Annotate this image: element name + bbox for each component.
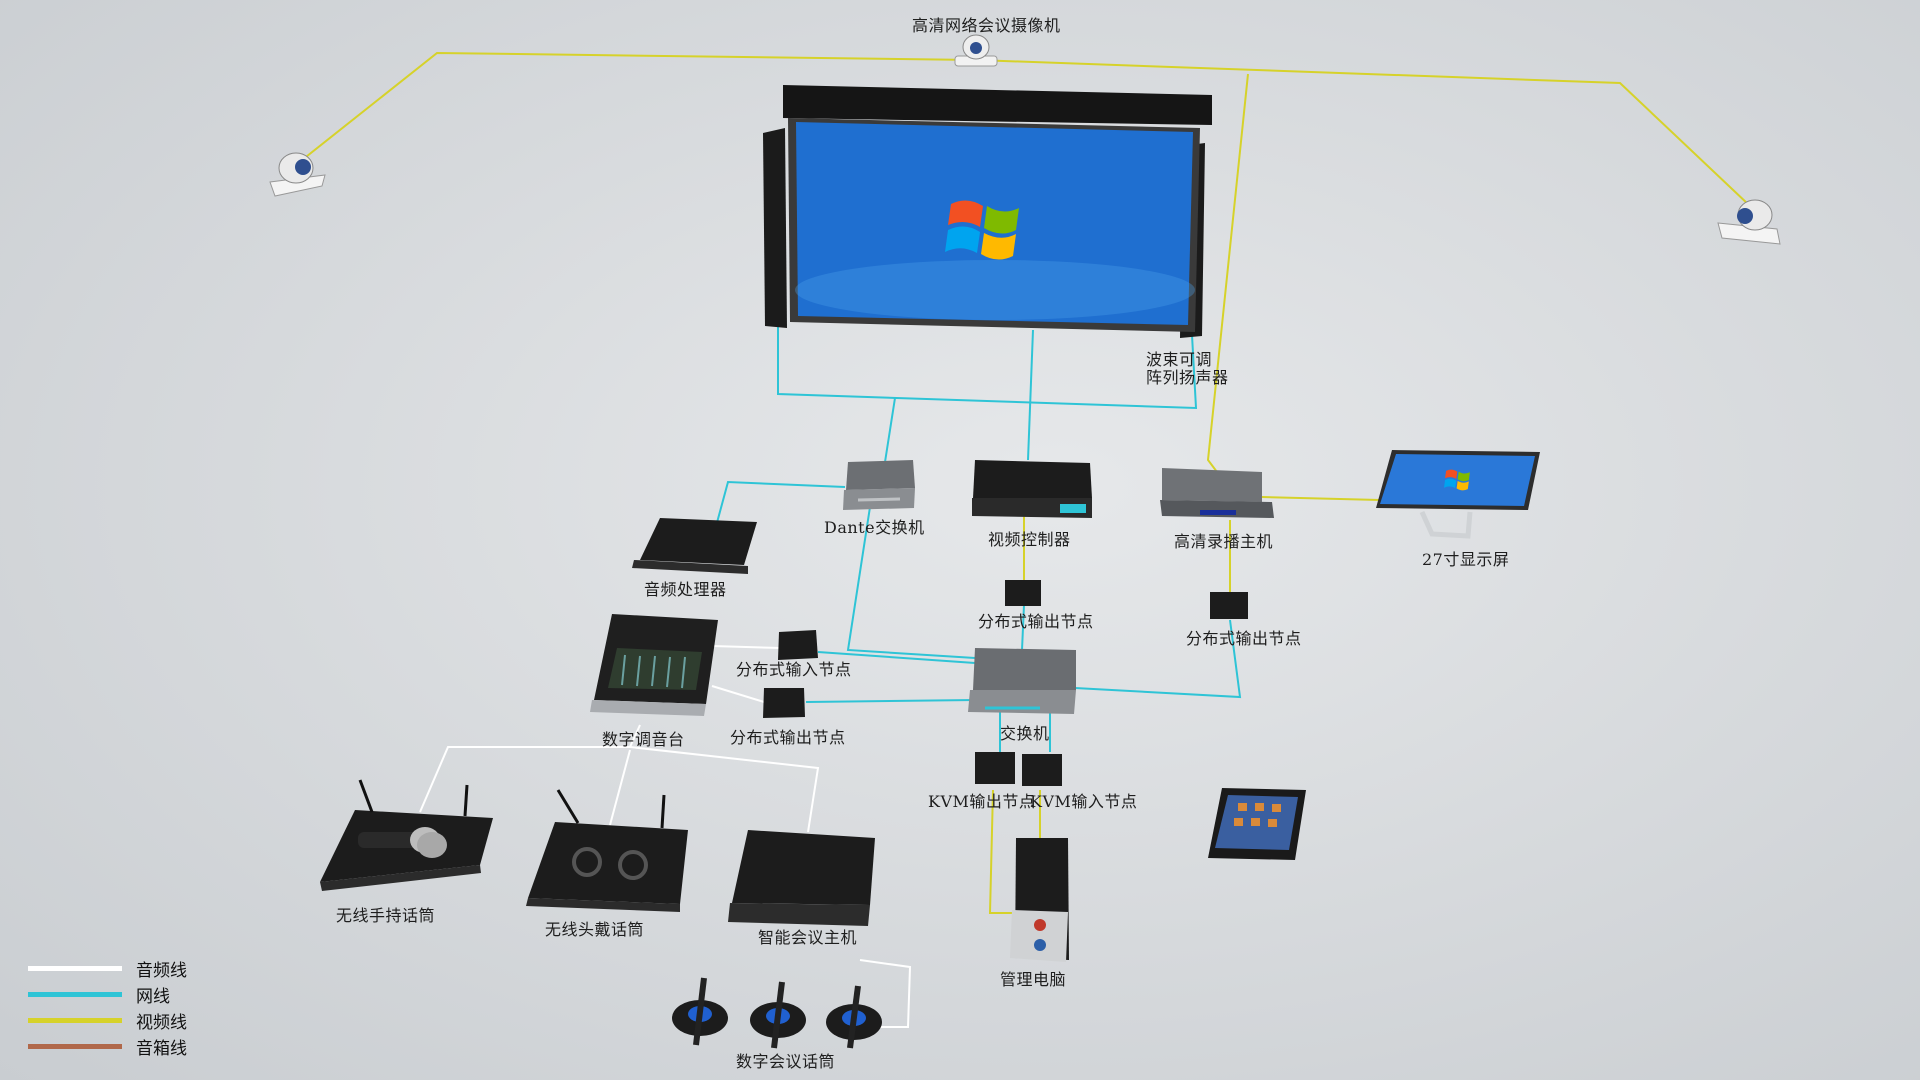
label-digital-mixer: 数字调音台	[602, 730, 685, 749]
audio-mixer-to-input	[711, 645, 781, 649]
net-dante-to-switch	[846, 506, 976, 659]
label-kvm-out: KVM输出节点	[928, 792, 1036, 811]
label-kvm-in: KVM输入节点	[1030, 792, 1138, 811]
label-switch: 交换机	[1000, 724, 1050, 743]
net-controller-node-to-switch	[1021, 604, 1025, 651]
camera-top	[954, 34, 998, 67]
label-dist-input: 分布式输入节点	[736, 660, 852, 679]
digital-mixer	[590, 614, 718, 716]
label-dist-output-3: 分布式输出节点	[730, 728, 846, 747]
tablet	[1208, 788, 1306, 860]
audio-processor	[632, 518, 757, 574]
audio-mixer-to-output	[711, 685, 765, 703]
video-cable-recorder-to-display	[1261, 496, 1381, 501]
management-pc	[1010, 838, 1069, 962]
label-conference-host: 智能会议主机	[758, 928, 858, 947]
kvm-input-node	[1022, 754, 1062, 786]
legend-swatch-network	[28, 991, 122, 997]
legend-item: 音频线	[28, 955, 187, 981]
label-speaker-array-1: 波束可调	[1146, 350, 1213, 369]
net-input-to-switch	[817, 651, 976, 664]
legend-item: 视频线	[28, 1007, 187, 1033]
net-display-bottom	[777, 322, 1198, 410]
label-hd-recorder: 高清录播主机	[1174, 532, 1274, 551]
label-dist-output-1: 分布式输出节点	[978, 612, 1094, 631]
legend: 音频线 网线 视频线 音箱线	[28, 955, 187, 1059]
video-cable-kvm-pc-left	[988, 789, 1020, 914]
dist-output-node-1	[1005, 580, 1041, 606]
net-display-to-dante	[884, 397, 896, 463]
legend-swatch-audio	[28, 965, 122, 971]
legend-label: 音频线	[136, 960, 187, 981]
conference-host	[728, 830, 875, 926]
audio-mixer-to-mics	[419, 724, 641, 813]
net-dante-to-processor	[714, 480, 846, 531]
legend-label: 网线	[136, 986, 170, 1007]
label-wireless-handheld: 无线手持话筒	[336, 906, 436, 925]
label-video-controller: 视频控制器	[988, 530, 1071, 549]
conference-mic	[826, 985, 882, 1049]
dist-output-node-3	[763, 688, 805, 718]
label-audio-processor: 音频处理器	[644, 580, 727, 599]
net-output-to-switch	[805, 699, 976, 703]
video-cable-camera-to-recorder	[1206, 73, 1249, 493]
dante-switch	[843, 460, 915, 510]
conference-mic	[672, 977, 728, 1046]
display-27	[1376, 450, 1540, 539]
label-conference-mics: 数字会议话筒	[736, 1052, 836, 1071]
label-display-27: 27寸显示屏	[1422, 550, 1510, 569]
label-dist-output-2: 分布式输出节点	[1186, 629, 1302, 648]
dist-output-node-2	[1210, 592, 1248, 619]
video-controller	[972, 460, 1092, 518]
wireless-headset-receiver	[526, 789, 688, 912]
camera-right	[1717, 199, 1781, 245]
conference-mics	[672, 977, 882, 1049]
label-dante-switch: Dante交换机	[824, 518, 925, 537]
label-speaker-array-2: 阵列扬声器	[1146, 368, 1229, 387]
network-cables	[714, 322, 1242, 752]
legend-swatch-speaker	[28, 1043, 122, 1049]
audio-mixer-to-headset	[629, 746, 820, 833]
conference-mic	[750, 981, 806, 1049]
audio-cables	[419, 645, 912, 1028]
legend-item: 音箱线	[28, 1033, 187, 1059]
camera-left	[269, 152, 326, 197]
legend-swatch-video	[28, 1017, 122, 1023]
main-display	[763, 85, 1212, 338]
legend-label: 音箱线	[136, 1038, 187, 1059]
label-wireless-headset: 无线头戴话筒	[545, 920, 645, 939]
switch	[968, 648, 1076, 714]
label-mgmt-pc: 管理电脑	[1000, 970, 1067, 989]
legend-item: 网线	[28, 981, 187, 1007]
net-display-to-controller	[1027, 329, 1034, 461]
legend-label: 视频线	[136, 1012, 187, 1033]
kvm-output-node	[975, 752, 1015, 784]
wireless-handheld-receiver	[320, 779, 493, 891]
audio-host-to-mics	[859, 959, 912, 1028]
label-camera-top: 高清网络会议摄像机	[912, 16, 1061, 35]
hd-recorder	[1160, 468, 1274, 518]
windows-logo	[945, 200, 1019, 260]
audio-mixer-to-headset2	[609, 749, 631, 826]
net-switch-to-recorder-node	[1074, 619, 1242, 699]
dist-input-node	[778, 630, 818, 660]
